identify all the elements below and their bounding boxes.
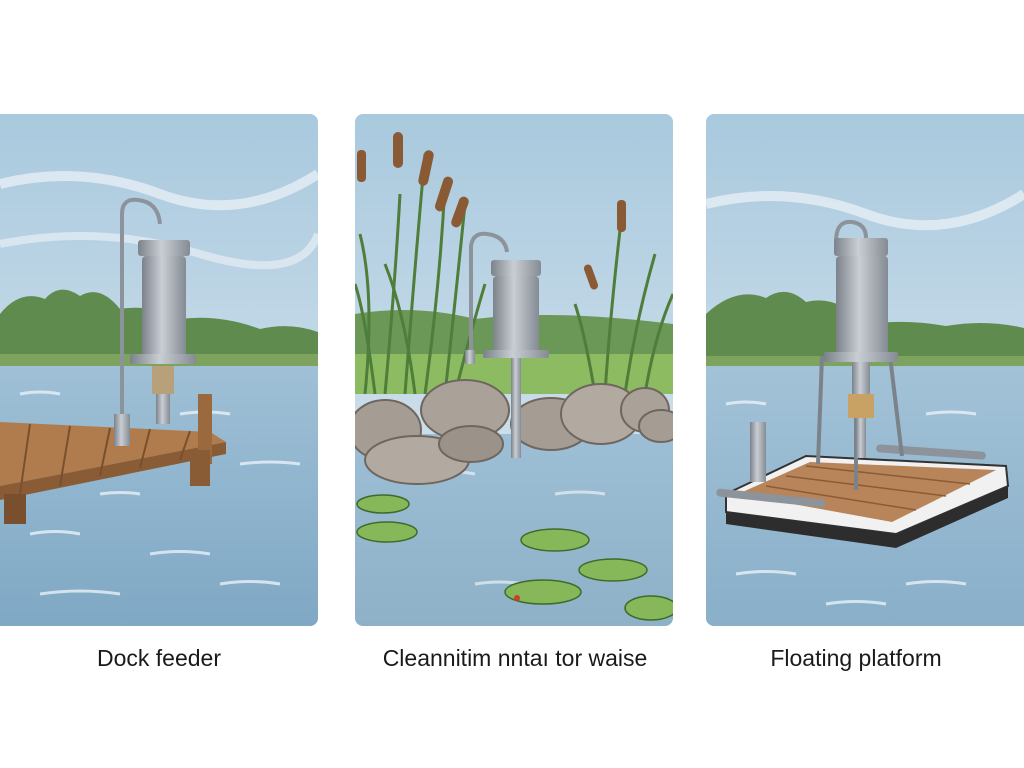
platform-icon: [716, 444, 1010, 548]
dock-icon: [0, 394, 226, 524]
caption-floating-platform: Floating platform: [770, 645, 942, 671]
feeder-icon: [750, 219, 904, 490]
floating-platform-scene: [706, 114, 1024, 626]
lily-pad-icon: [356, 494, 673, 621]
dock-feeder-illustration: [0, 114, 318, 626]
floating-platform-illustration: [706, 114, 1024, 626]
rock-icon: [355, 379, 673, 485]
shoreline-feeder-illustration: [355, 114, 673, 626]
shoreline-feeder-scene: [355, 114, 673, 626]
caption-shoreline: Cleannitim nntaı tor waise: [382, 645, 648, 671]
cattail-icon: [357, 132, 626, 290]
dock-feeder-scene: [0, 114, 318, 626]
feeder-icon: [114, 197, 196, 446]
caption-dock-feeder: Dock feeder: [96, 645, 221, 671]
feeder-icon: [465, 231, 549, 458]
